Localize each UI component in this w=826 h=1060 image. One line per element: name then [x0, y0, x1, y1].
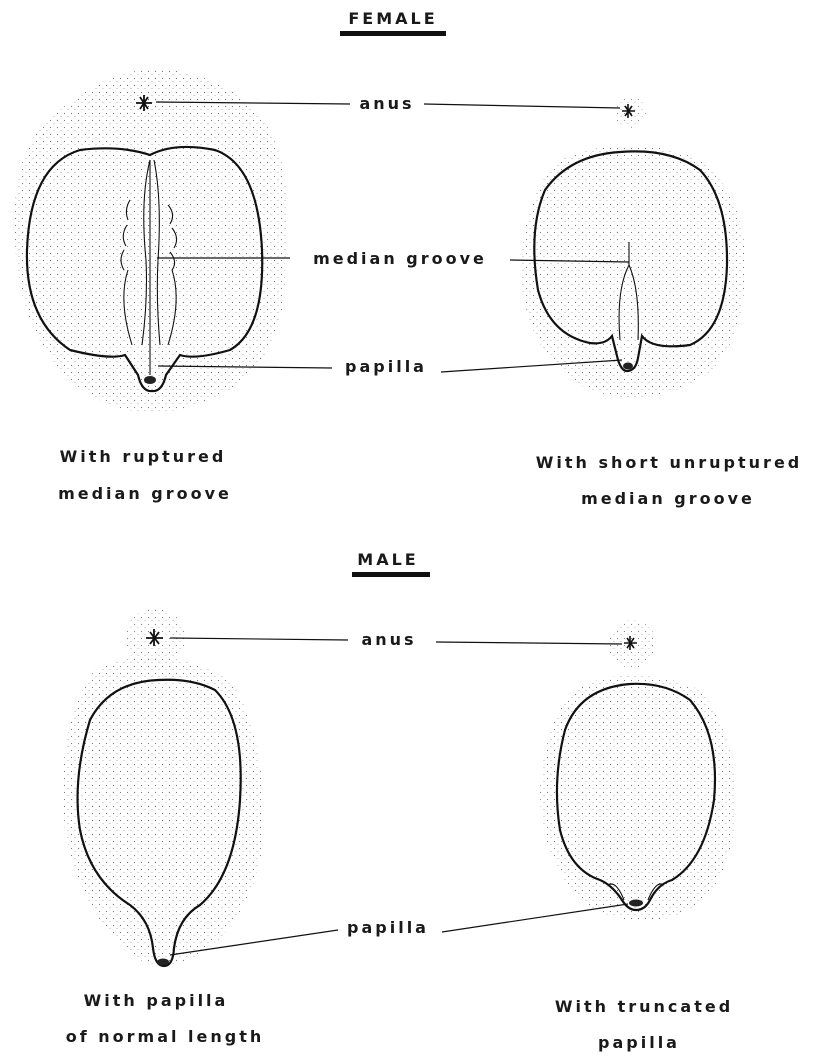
male-right-caption-line2: papilla — [598, 1033, 680, 1052]
male-left-caption-line1: With papilla — [84, 991, 229, 1010]
female-heading-underline — [340, 31, 446, 36]
female-right-caption-line1: With short unruptured — [536, 453, 803, 472]
female-section: FEMALE — [15, 9, 803, 508]
female-anus-label: anus — [359, 94, 414, 113]
male-heading: MALE — [357, 550, 418, 569]
male-right-specimen — [540, 620, 736, 921]
female-right-specimen — [520, 96, 745, 398]
male-right-caption-line1: With truncated — [555, 997, 733, 1016]
male-papilla-label: papilla — [347, 918, 429, 937]
male-left-caption-line2: of normal length — [66, 1027, 265, 1046]
male-section: MALE anus papilla With papilla of normal… — [63, 550, 736, 1052]
female-median-groove-label: median groove — [313, 249, 487, 268]
male-left-specimen — [63, 608, 263, 966]
female-right-caption-line2: median groove — [581, 489, 755, 508]
female-heading: FEMALE — [348, 9, 437, 28]
female-papilla-label: papilla — [345, 357, 427, 376]
female-left-caption-line2: median groove — [58, 484, 232, 503]
male-heading-underline — [352, 572, 430, 577]
female-left-caption-line1: With ruptured — [60, 447, 227, 466]
male-anus-label: anus — [361, 630, 416, 649]
female-left-specimen — [15, 69, 288, 412]
female-left-papilla-tip — [144, 376, 156, 384]
